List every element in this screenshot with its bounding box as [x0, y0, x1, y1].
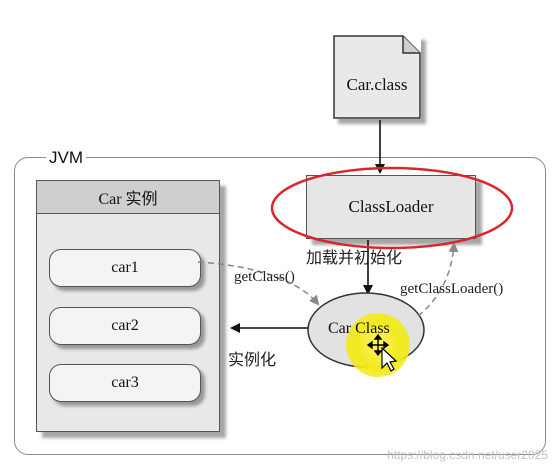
- car-class-label: Car Class: [328, 320, 390, 337]
- arrow-getclassloader: [417, 242, 459, 317]
- jvm-label: JVM: [46, 148, 86, 168]
- label-load-init: 加载并初始化: [306, 250, 403, 267]
- classloader-box: ClassLoader: [306, 175, 476, 239]
- arrow-getclass: [197, 261, 320, 306]
- instance-car2: car2: [49, 307, 201, 345]
- pointer-cursor-icon: [381, 346, 398, 372]
- instance-car1: car1: [49, 249, 201, 287]
- label-getclassloader: getClassLoader(): [400, 281, 504, 297]
- instances-header: Car 实例: [37, 181, 219, 214]
- car-instances-panel: Car 实例 car1 car2 car3: [36, 180, 220, 432]
- label-instantiate: 实例化: [228, 352, 277, 369]
- label-getclass: getClass(): [234, 269, 295, 285]
- file-label: Car.class: [346, 75, 408, 94]
- instance-car3: car3: [49, 364, 201, 402]
- watermark: https://blog.csdn.net/user2025: [387, 448, 548, 462]
- file-icon: [333, 35, 421, 119]
- car-class-file: Car.class: [333, 35, 421, 119]
- highlight-ring: [270, 166, 514, 250]
- move-cursor-icon: [366, 333, 390, 357]
